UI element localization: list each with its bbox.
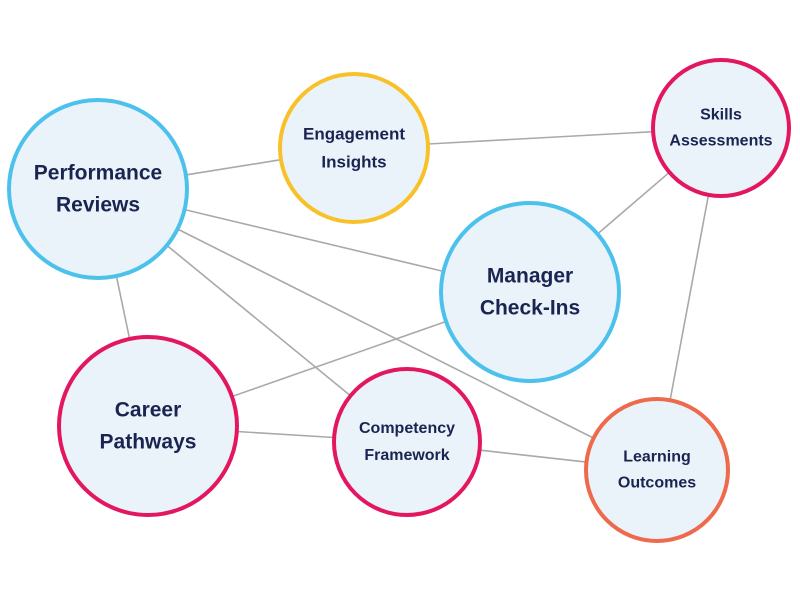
- node-circle-career: [57, 335, 239, 517]
- edges-layer: [115, 130, 710, 463]
- edge-manager-career: [231, 320, 447, 398]
- node-label-competency-line-2: Framework: [364, 447, 449, 464]
- node-label-learning-line-1: Learning: [623, 449, 691, 466]
- edge-performance-engagement: [185, 158, 282, 176]
- node-label-performance-line-2: Reviews: [56, 194, 140, 217]
- node-label-manager-line-1: Manager: [487, 265, 573, 288]
- edge-skills-learning: [669, 194, 710, 401]
- node-label-career-line-1: Career: [115, 399, 182, 422]
- edge-performance-manager: [184, 208, 444, 273]
- node-label-performance-line-1: Performance: [34, 162, 162, 185]
- node-label-career-line-2: Pathways: [100, 431, 197, 454]
- node-circle-manager: [439, 201, 621, 383]
- node-label-engagement-line-1: Engagement: [303, 125, 405, 144]
- node-label-learning-line-2: Outcomes: [618, 475, 696, 492]
- edge-performance-career: [115, 275, 131, 340]
- node-label-engagement-line-2: Insights: [321, 153, 386, 172]
- node-circle-performance: [7, 98, 189, 280]
- edge-skills-manager: [596, 171, 670, 235]
- node-circle-learning: [584, 397, 730, 543]
- node-label-competency-line-1: Competency: [359, 420, 455, 437]
- node-circle-competency: [332, 367, 482, 517]
- edge-competency-learning: [479, 449, 587, 463]
- node-label-skills-line-2: Assessments: [669, 133, 772, 150]
- edge-engagement-skills: [427, 130, 654, 145]
- node-circle-engagement: [278, 72, 430, 224]
- edge-performance-learning: [177, 228, 594, 439]
- edge-career-competency: [236, 430, 335, 439]
- edge-performance-competency: [166, 244, 352, 397]
- node-label-skills-line-1: Skills: [700, 107, 742, 124]
- node-label-manager-line-2: Check-Ins: [480, 297, 580, 320]
- node-circle-skills: [651, 58, 791, 198]
